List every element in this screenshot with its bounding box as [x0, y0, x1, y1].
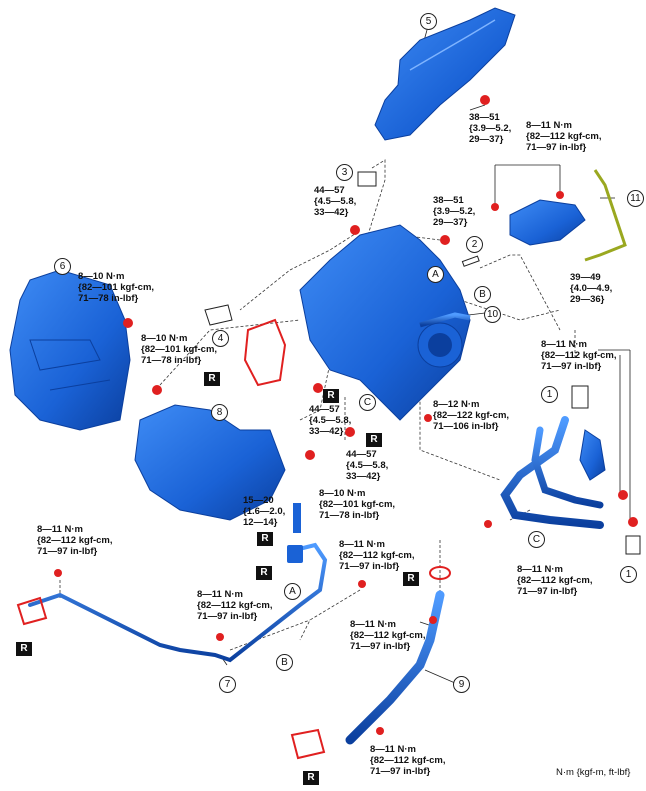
callout-5: 5: [420, 13, 437, 30]
heat-shield-part8: [134, 404, 286, 521]
callout-1b: 1: [620, 566, 637, 583]
turbo-outlet-inner: [428, 333, 452, 357]
r-mark-stud: R: [257, 532, 273, 546]
units-note: N·m {kgf-m, ft-lbf}: [556, 767, 631, 778]
torque-left-pipe: 8—11 N·m {82—112 kgf-cm, 71—97 in-lbf}: [37, 524, 113, 557]
bracket-part5: [374, 7, 516, 141]
torque-pipe-mid: 8—11 N·m {82—112 kgf-cm, 71—97 in-lbf}: [339, 539, 415, 572]
torque-center1: 44—57 {4.5—5.8, 33—42}: [309, 404, 352, 437]
callout-A1: A: [427, 266, 444, 283]
torque-part3: 44—57 {4.5—5.8, 33—42}: [314, 185, 357, 218]
oil-return-pipe-part9: [345, 590, 445, 745]
callout-C2: C: [528, 531, 545, 548]
r-mark-pipe9: R: [403, 572, 419, 586]
torque-pipe9: 8—11 N·m {82—112 kgf-cm, 71—97 in-lbf}: [350, 619, 426, 652]
harness-part11: [584, 169, 627, 262]
torque-15-20: 15—20 {1.6—2.0, 12—14}: [243, 495, 286, 528]
torque-mid: 38—51 {3.9—5.2, 29—37}: [433, 195, 476, 228]
part2-pin: [461, 255, 480, 267]
bracket-part5-rib: [409, 19, 496, 71]
torque-pipe-low: 8—11 N·m {82—112 kgf-cm, 71—97 in-lbf}: [197, 589, 273, 622]
callout-1a: 1: [541, 386, 558, 403]
part1-hose-top: [571, 385, 589, 409]
torque-8-12: 8—12 N·m {82—122 kgf-cm, 71—106 in-lbf}: [433, 399, 510, 432]
r-mark-union: R: [256, 566, 272, 580]
torque-bottom: 8—11 N·m {82—112 kgf-cm, 71—97 in-lbf}: [370, 744, 446, 777]
callout-B1: B: [474, 286, 491, 303]
heat-shield-part6: [9, 269, 131, 431]
pipe-part10: [419, 312, 471, 328]
coolant-pipe-right-2: [531, 426, 604, 509]
stud-bolt: [293, 503, 301, 533]
torque-bracket5: 38—51 {3.9—5.2, 29—37}: [469, 112, 512, 145]
callout-7: 7: [219, 676, 236, 693]
callout-3: 3: [336, 164, 353, 181]
callout-A2: A: [284, 583, 301, 600]
oil-pipe-part7: [28, 542, 328, 663]
r-mark-center: R: [323, 389, 339, 403]
torque-center2: 44—57 {4.5—5.8, 33—42}: [346, 449, 389, 482]
callout-11: 11: [627, 190, 644, 207]
callout-2: 2: [466, 236, 483, 253]
r-mark-bottom: R: [303, 771, 319, 785]
callout-9: 9: [453, 676, 470, 693]
torque-heat8: 8—10 N·m {82—101 kgf-cm, 71—78 in-lbf}: [319, 488, 396, 521]
r-mark-center2: R: [366, 433, 382, 447]
heat-shield-part6-detail: [29, 339, 111, 391]
torque-top-right: 8—11 N·m {82—112 kgf-cm, 71—97 in-lbf}: [526, 120, 602, 153]
part4-clamp: [204, 304, 233, 326]
callout-B2: B: [276, 654, 293, 671]
part3-clip: [357, 171, 377, 187]
callout-4: 4: [212, 330, 229, 347]
r-mark-gasket-4: R: [204, 372, 220, 386]
torque-heat6-b: 8—10 N·m {82—101 kgf-cm, 71—78 in-lbf}: [141, 333, 218, 366]
callout-C1: C: [359, 394, 376, 411]
torque-right-low: 8—11 N·m {82—112 kgf-cm, 71—97 in-lbf}: [517, 564, 593, 597]
callout-8: 8: [211, 404, 228, 421]
torque-heat6-a: 8—10 N·m {82—101 kgf-cm, 71—78 in-lbf}: [78, 271, 155, 304]
union-bolt: [287, 545, 303, 563]
bolts: [54, 95, 638, 735]
gaskets: [16, 318, 451, 760]
part1-hose-bottom: [625, 535, 641, 555]
torque-right-top: 8—11 N·m {82—112 kgf-cm, 71—97 in-lbf}: [541, 339, 617, 372]
callout-6: 6: [54, 258, 71, 275]
r-mark-left: R: [16, 642, 32, 656]
callout-10: 10: [484, 306, 501, 323]
torque-part11: 39—49 {4.0—4.9, 29—36}: [570, 272, 613, 305]
bracket-right: [579, 429, 606, 481]
bracket-part11: [509, 199, 586, 246]
coolant-pipe-right: [500, 416, 604, 529]
